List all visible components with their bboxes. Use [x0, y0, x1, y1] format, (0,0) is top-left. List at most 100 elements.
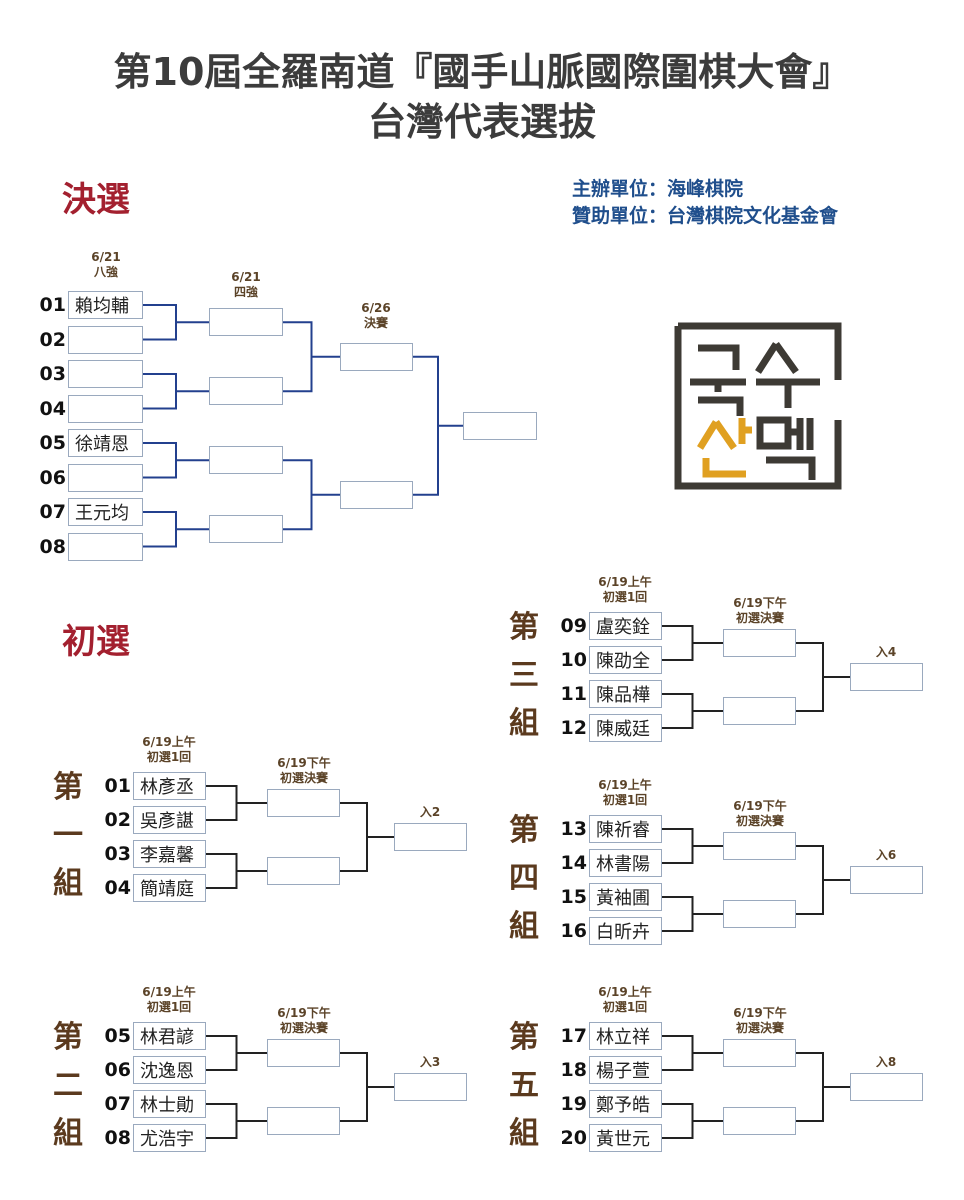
final-bracket-line — [143, 511, 177, 548]
prelim-player-slot[interactable]: 陳劭全 — [589, 646, 662, 674]
prelim-round2-slot[interactable] — [723, 832, 796, 860]
prelim-seed-number: 18 — [560, 1059, 587, 1081]
quarterfinal-slot[interactable] — [209, 308, 283, 337]
prelim-player-slot[interactable]: 陳威廷 — [589, 714, 662, 742]
prelim-seed-number: 19 — [560, 1093, 587, 1115]
prelim-player-slot[interactable]: 黃世元 — [589, 1124, 662, 1152]
advance-label: 入8 — [875, 1055, 897, 1069]
prelim-seed-number: 01 — [104, 775, 131, 797]
semifinal-slot[interactable] — [340, 342, 413, 371]
round-label-four-date: 6/21 — [231, 270, 261, 284]
prelim-round2-slot[interactable] — [723, 900, 796, 928]
champion-slot[interactable] — [463, 411, 537, 440]
prelim-round2-label-date: 6/19下午 — [733, 799, 787, 813]
prelim-player-slot[interactable]: 陳祈睿 — [589, 815, 662, 843]
advance-slot[interactable] — [850, 1073, 923, 1101]
prelim-player-slot[interactable]: 林彥丞 — [133, 772, 206, 800]
prelim-round2-label-name: 初選決賽 — [735, 1021, 784, 1035]
prelim-bracket-line — [206, 785, 238, 821]
group-label-char: 組 — [53, 1116, 83, 1151]
prelim-bracket-line — [662, 896, 694, 932]
prelim-round2-label-date: 6/19下午 — [733, 1006, 787, 1020]
prelim-round1-label-name: 初選1回 — [146, 750, 192, 764]
advance-slot[interactable] — [394, 823, 467, 851]
prelim-round1-label-date: 6/19上午 — [142, 735, 196, 749]
final-seed-number: 04 — [39, 397, 66, 420]
advance-label: 入6 — [875, 848, 897, 862]
prelim-player-slot[interactable]: 黃袖圃 — [589, 883, 662, 911]
advance-label: 入4 — [875, 645, 897, 659]
quarterfinal-slot[interactable] — [209, 446, 283, 475]
prelim-round1-label-date: 6/19上午 — [598, 778, 652, 792]
prelim-player-slot[interactable]: 簡靖庭 — [133, 874, 206, 902]
prelim-round2-slot[interactable] — [267, 1107, 340, 1135]
prelim-player-slot[interactable]: 陳品樺 — [589, 680, 662, 708]
prelim-round1-label-date: 6/19上午 — [598, 575, 652, 589]
prelim-round2-label: 6/19下午初選決賽 — [259, 1006, 349, 1036]
prelim-bracket-line — [662, 1035, 694, 1071]
prelim-round2-slot[interactable] — [723, 1107, 796, 1135]
round-label-final-date: 6/26 — [361, 301, 391, 315]
final-bracket-line — [143, 373, 177, 410]
final-seed-number: 01 — [39, 294, 66, 316]
page-title: 第10屆全羅南道『國手山脈國際圍棋大會』 — [113, 50, 851, 94]
prelim-seed-number: 12 — [560, 717, 587, 739]
prelim-player-slot[interactable]: 沈逸恩 — [133, 1056, 206, 1084]
prelim-player-slot[interactable]: 林立祥 — [589, 1022, 662, 1050]
prelim-player-slot[interactable]: 李嘉馨 — [133, 840, 206, 868]
final-slot[interactable]: 賴均輔 — [68, 291, 143, 319]
prelim-round2-slot[interactable] — [267, 857, 340, 885]
prelim-player-slot[interactable]: 林士勛 — [133, 1090, 206, 1118]
advance-slot[interactable] — [850, 663, 923, 691]
prelim-round2-slot[interactable] — [723, 1039, 796, 1067]
prelim-seed-number: 15 — [560, 886, 587, 908]
final-slot[interactable] — [68, 394, 143, 423]
prelim-round1-label-name: 初選1回 — [146, 1000, 192, 1014]
prelim-round1-label-date: 6/19上午 — [598, 985, 652, 999]
prelim-player-slot[interactable]: 吳彥諶 — [133, 806, 206, 834]
quarterfinal-slot[interactable] — [209, 377, 283, 406]
final-slot[interactable] — [68, 463, 143, 492]
group-label-char: 四 — [509, 861, 539, 896]
prelim-player-slot[interactable]: 鄭予皓 — [589, 1090, 662, 1118]
final-slot[interactable]: 徐靖恩 — [68, 429, 143, 457]
prelim-seed-number: 20 — [560, 1127, 587, 1149]
final-slot[interactable]: 王元均 — [68, 498, 143, 526]
prelim-round1-label: 6/19上午初選1回 — [124, 735, 214, 765]
quarterfinal-slot[interactable] — [209, 515, 283, 544]
group-label-char: 三 — [509, 658, 539, 693]
prelim-round2-slot[interactable] — [723, 629, 796, 657]
semifinal-slot[interactable] — [340, 480, 413, 509]
final-slot[interactable] — [68, 325, 143, 354]
prelim-round2-slot[interactable] — [267, 1039, 340, 1067]
advance-slot[interactable] — [394, 1073, 467, 1101]
final-slot[interactable] — [68, 532, 143, 561]
prelim-player-slot[interactable]: 白昕卉 — [589, 917, 662, 945]
group-label-char: 組 — [509, 706, 539, 741]
prelim-player-slot[interactable]: 楊子萱 — [589, 1056, 662, 1084]
round-label-eight-date: 6/21 — [91, 250, 121, 264]
prelim-round2-slot[interactable] — [723, 697, 796, 725]
prelim-player-slot[interactable]: 盧奕銓 — [589, 612, 662, 640]
prelim-player-slot[interactable]: 林君諺 — [133, 1022, 206, 1050]
prelim-seed-number: 08 — [104, 1127, 131, 1149]
prelim-seed-number: 14 — [560, 852, 587, 874]
final-bracket-line — [413, 355, 439, 496]
prelim-round2-slot[interactable] — [267, 789, 340, 817]
final-bracket-line — [283, 321, 313, 393]
prelim-player-slot[interactable]: 尤浩宇 — [133, 1124, 206, 1152]
prelim-round2-label-name: 初選決賽 — [735, 814, 784, 828]
final-slot[interactable] — [68, 360, 143, 388]
prelim-round1-label: 6/19上午初選1回 — [580, 575, 670, 605]
prelim-player-slot[interactable]: 林書陽 — [589, 849, 662, 877]
group-label-char: 組 — [509, 1116, 539, 1151]
page-subtitle: 台灣代表選拔 — [367, 100, 596, 144]
prelim-bracket-line — [796, 1052, 824, 1122]
round-label-four-name: 四強 — [233, 285, 258, 299]
advance-slot[interactable] — [850, 866, 923, 894]
final-seed-number: 06 — [39, 466, 66, 489]
prelim-round2-label: 6/19下午初選決賽 — [259, 756, 349, 786]
